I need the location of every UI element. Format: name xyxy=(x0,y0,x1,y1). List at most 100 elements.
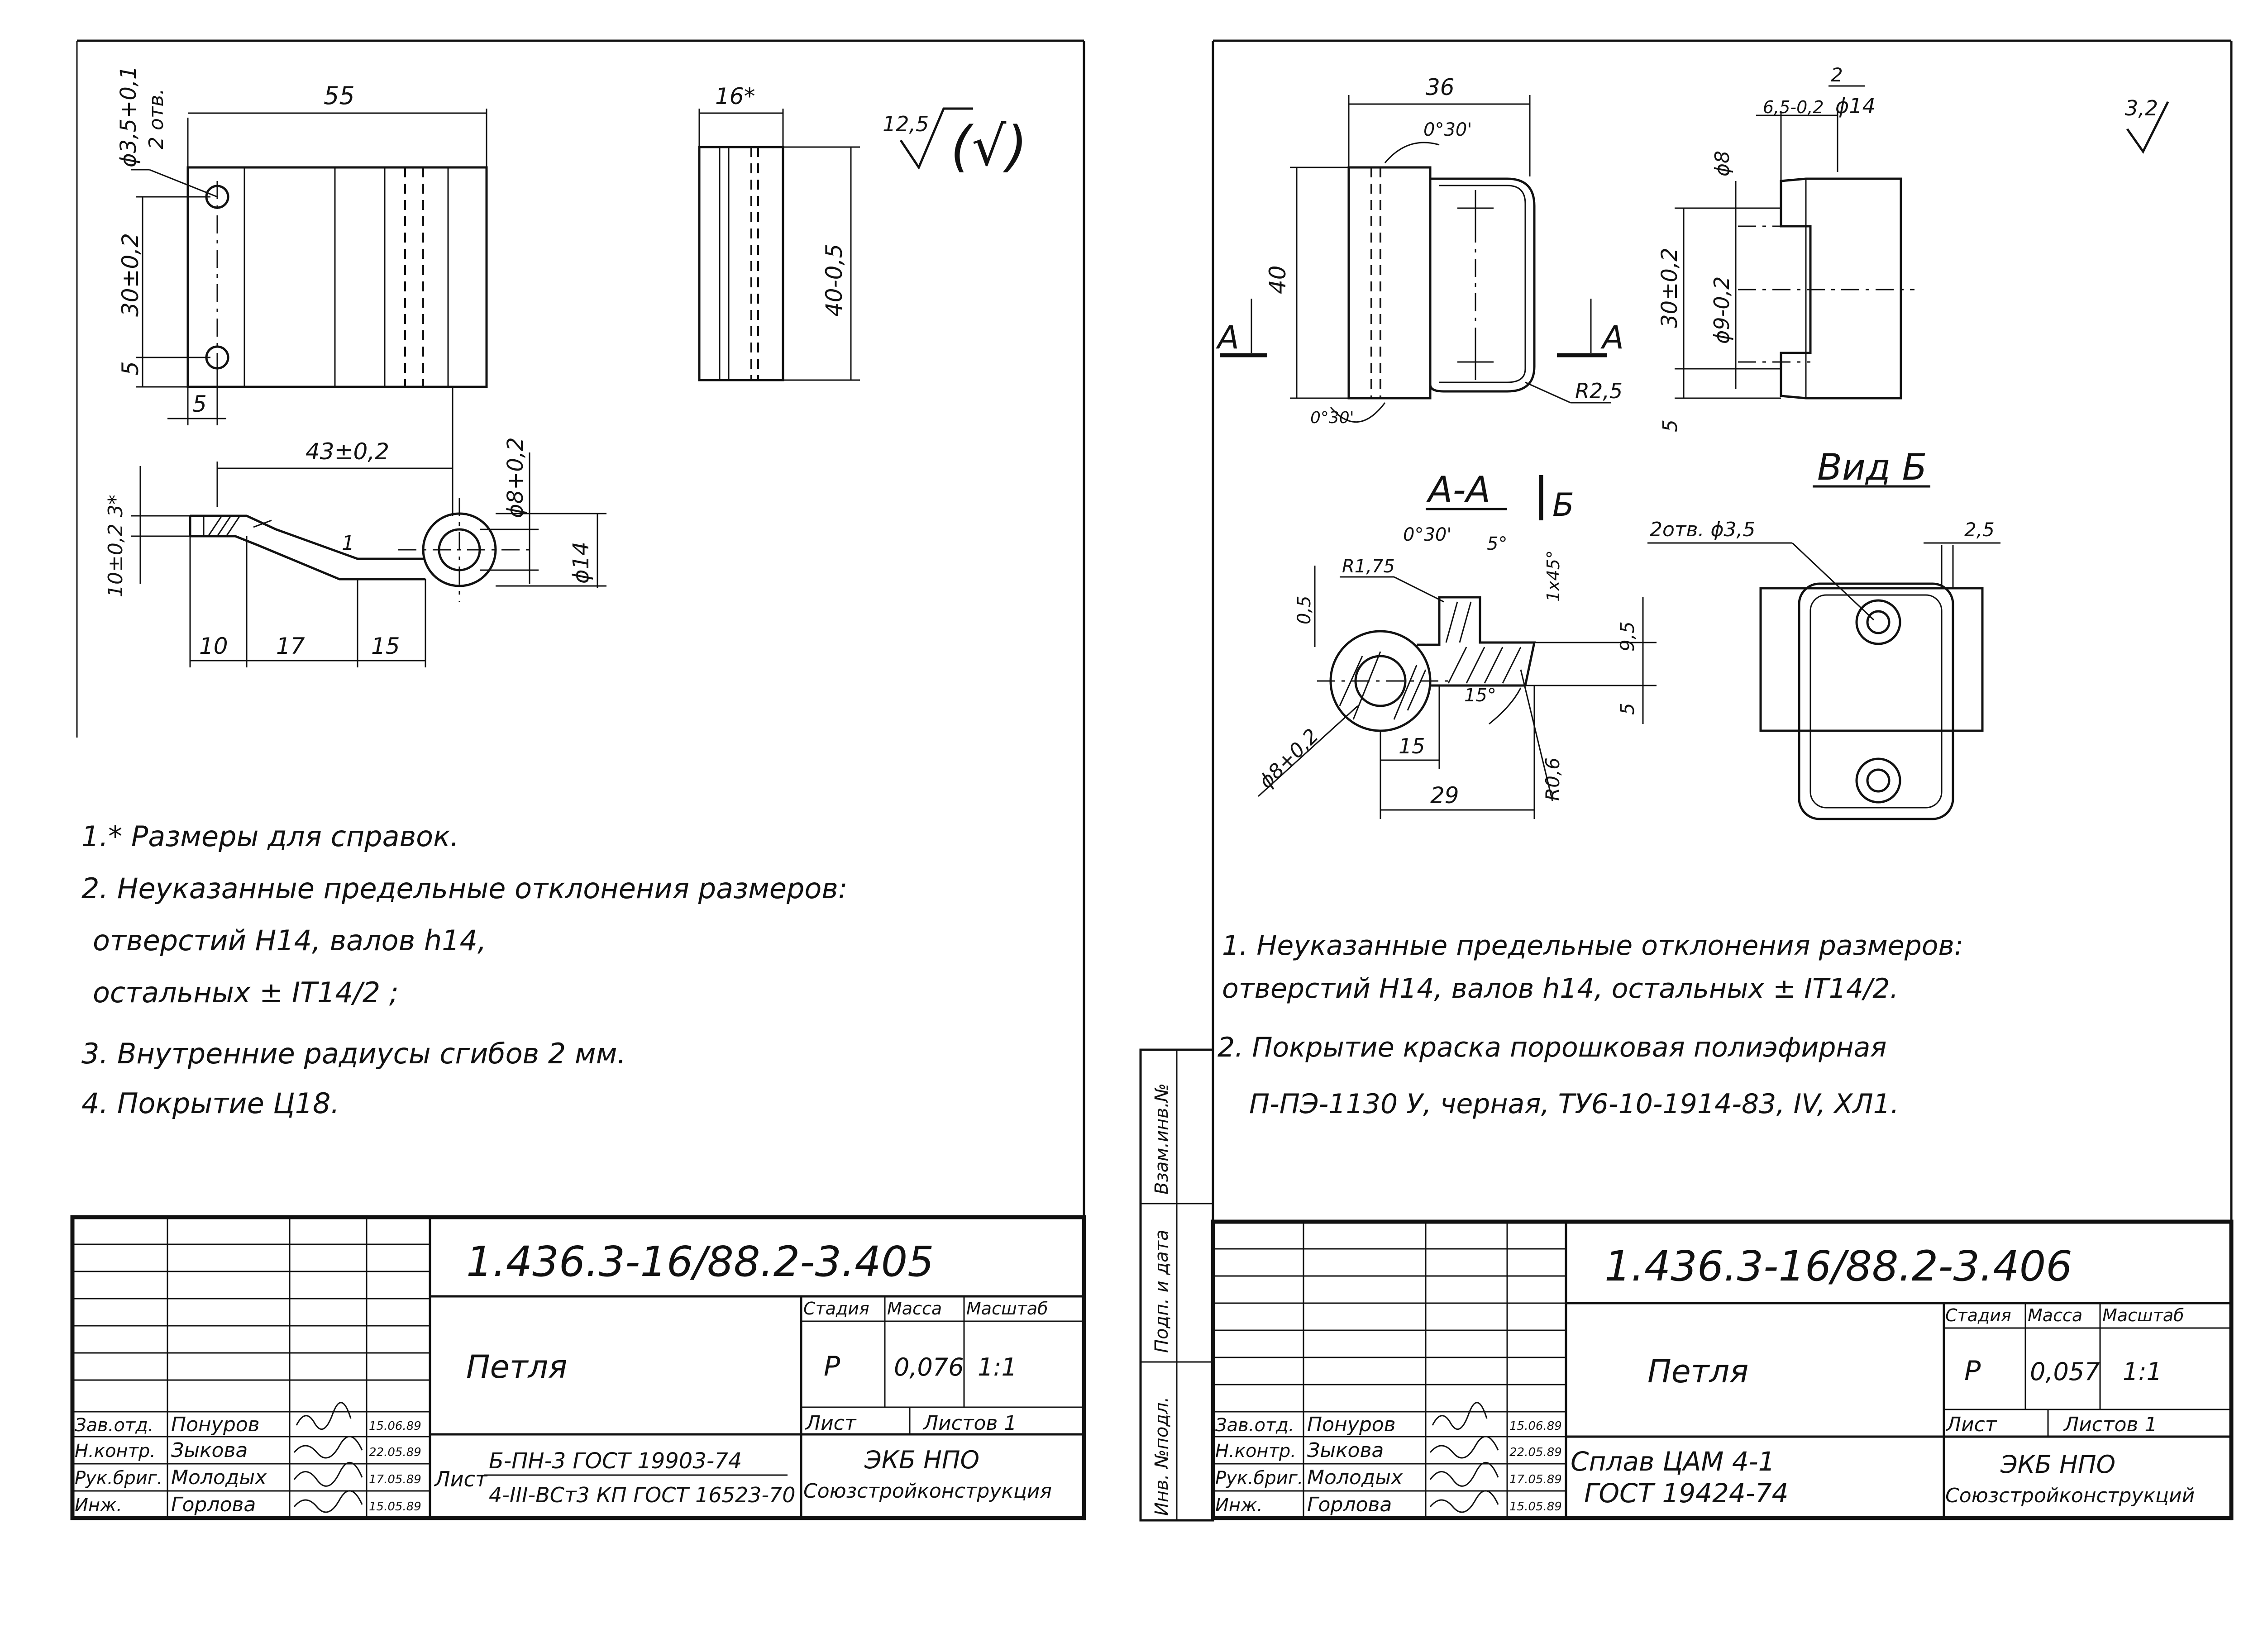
dim-holes-count: 2 отв. xyxy=(145,89,168,149)
right-stage: Р xyxy=(1964,1355,1981,1387)
dim-30-r: 30±0,2 xyxy=(1657,248,1682,328)
left-date-3: 17.05.89 xyxy=(369,1473,421,1486)
roughness-sign: (√) xyxy=(950,115,1027,178)
dim-10: 10±0,2 3* xyxy=(104,495,127,597)
dim-29: 29 xyxy=(1430,782,1459,809)
dim-36: 36 xyxy=(1426,74,1455,100)
side-label-2: Подп. и дата xyxy=(1151,1230,1172,1353)
right-part-name: Петля xyxy=(1647,1353,1748,1390)
dim-dia-8b: ϕ8+0,2 xyxy=(1255,724,1323,793)
dim-55: 55 xyxy=(324,81,355,110)
left-material-prefix: Лист xyxy=(434,1467,488,1491)
left-scale: 1:1 xyxy=(978,1353,1017,1381)
left-note-1: 1.* Размеры для справок. xyxy=(81,820,459,853)
right-material-2: ГОСТ 19424-74 xyxy=(1584,1478,1789,1509)
right-role-4: Инж. xyxy=(1215,1495,1263,1516)
dim-dia-8-r: ϕ8 xyxy=(1711,151,1734,176)
signature-1 xyxy=(296,1402,352,1430)
hinge-profile-view: 43±0,2 10±0,2 3* ϕ8+0,2 ϕ14 1 10 17 15 xyxy=(104,387,606,667)
right-org-2: Союзстройконструкций xyxy=(1945,1484,2195,1507)
left-material-2: 4-III-ВСт3 КП ГОСТ 16523-70 xyxy=(489,1483,796,1507)
section-a-left: А xyxy=(1216,319,1239,356)
dim-5h: 5 xyxy=(192,391,207,417)
right-date-1: 15.06.89 xyxy=(1509,1419,1562,1433)
dim-dia-14-r: ϕ14 xyxy=(1835,94,1876,118)
dim-25: 2,5 xyxy=(1964,519,1995,541)
left-stage: Р xyxy=(824,1351,840,1382)
right-doc-number: 1.436.3-16/88.2-3.406 xyxy=(1604,1242,2072,1290)
dim-sec-5deg: 5° xyxy=(1487,533,1507,554)
right-notes: 1. Неуказанные предельные отклонения раз… xyxy=(1217,930,1963,1120)
left-note-2c: остальных ± IT14/2 ; xyxy=(93,976,399,1009)
right-note-2b: П-ПЭ-1130 У, черная, ТУ6-10-1914-83, IV,… xyxy=(1249,1088,1899,1120)
dim-dia-14: ϕ14 xyxy=(568,542,594,584)
left-name-3: Молодых xyxy=(171,1466,267,1489)
left-note-2: 2. Неуказанные предельные отклонения раз… xyxy=(81,872,848,905)
left-scale-header: Масштаб xyxy=(966,1299,1048,1319)
right-scale-header: Масштаб xyxy=(2102,1305,2184,1325)
left-sheet-label: Лист xyxy=(805,1412,857,1435)
signature-r3 xyxy=(1429,1462,1499,1487)
dim-seg-15: 15 xyxy=(371,633,400,659)
right-role-2: Н.контр. xyxy=(1215,1441,1296,1462)
dim-5v: 5 xyxy=(117,361,143,376)
dim-16: 16* xyxy=(715,83,755,109)
view-b: Вид Б 2отв. ϕ3,5 2,5 xyxy=(1647,446,2000,820)
right-name-2: Зыкова xyxy=(1307,1439,1384,1462)
right-stage-header: Стадия xyxy=(1945,1305,2011,1325)
left-org-1: ЭКБ НПО xyxy=(864,1446,979,1474)
roughness-mark-right: 3,2 xyxy=(2125,96,2169,154)
left-material-1: Б-ПН-3 ГОСТ 19903-74 xyxy=(489,1448,742,1474)
right-role-3: Рук.бриг. xyxy=(1215,1468,1303,1489)
dim-one: 1 xyxy=(342,532,354,555)
dim-dia-8: ϕ8+0,2 xyxy=(503,437,528,518)
roughness-mark-left: 12,5 (√) xyxy=(883,107,1027,178)
side-label-1: Взам.инв.№ xyxy=(1151,1083,1172,1195)
left-date-1: 15.06.89 xyxy=(369,1419,421,1433)
signature-2 xyxy=(293,1436,363,1459)
dim-r06: R0,6 xyxy=(1542,757,1564,801)
dim-40: 40-0,5 xyxy=(821,244,847,317)
right-date-2: 22.05.89 xyxy=(1509,1446,1562,1459)
plate-side-view: 16* 40-0,5 xyxy=(698,83,860,381)
dim-r175: R1,75 xyxy=(1342,556,1395,577)
signature-3 xyxy=(293,1462,363,1487)
left-name-4: Горлова xyxy=(171,1493,256,1516)
left-notes: 1.* Размеры для справок. 2. Неуказанные … xyxy=(81,820,848,1120)
section-title: А-А xyxy=(1426,469,1490,511)
right-date-3: 17.05.89 xyxy=(1509,1473,1562,1486)
roughness-value-r: 3,2 xyxy=(2125,96,2158,120)
dim-sec-angle: 0°30' xyxy=(1403,524,1451,545)
right-title-block: 1.436.3-16/88.2-3.406 Петля Стадия Масса… xyxy=(1211,1219,2234,1520)
right-name-3: Молодых xyxy=(1307,1466,1403,1489)
dim-r25: R2,5 xyxy=(1575,379,1623,403)
left-role-2: Н.контр. xyxy=(75,1441,156,1462)
side-strip: Взам.инв.№ Подп. и дата Инв. №подл. xyxy=(1139,1048,1214,1522)
hinge-side-view: 30±0,2 5 ϕ9-0,2 ϕ8 6,5-0,2 ϕ14 2 xyxy=(1657,64,1914,432)
dim-5-r: 5 xyxy=(1659,419,1682,432)
left-drawing: 55 ϕ3,5+0,1 2 отв. 30±0,2 5 5 xyxy=(70,39,1086,1520)
left-org-2: Союзстройконструкция xyxy=(803,1480,1052,1503)
dim-30: 30±0,2 xyxy=(117,233,143,317)
hinge-front-view: 36 0°30' 40 0°30' R2,5 А А xyxy=(1216,74,1624,427)
right-mass: 0,057 xyxy=(2030,1357,2100,1386)
dim-43: 43±0,2 xyxy=(306,438,389,465)
left-mass-header: Масса xyxy=(887,1299,942,1319)
dim-seg-17: 17 xyxy=(276,633,305,659)
left-date-4: 15.05.89 xyxy=(369,1500,421,1514)
left-role-3: Рук.бриг. xyxy=(75,1468,162,1489)
section-a-a: А-А Б 0°30' 5° 1x45° xyxy=(1255,469,1657,819)
dim-2: 2 xyxy=(1831,64,1843,86)
left-note-3: 3. Внутренние радиусы сгибов 2 мм. xyxy=(81,1037,626,1070)
left-role-1: Зав.отд. xyxy=(75,1415,154,1436)
dim-95: 9,5 xyxy=(1616,621,1638,652)
left-name-2: Зыкова xyxy=(171,1439,248,1462)
left-note-4: 4. Покрытие Ц18. xyxy=(81,1087,339,1120)
view-b-arrow: Б xyxy=(1552,486,1574,524)
dim-15: 15 xyxy=(1399,734,1425,758)
left-part-name: Петля xyxy=(466,1348,567,1385)
section-a-right: А xyxy=(1600,319,1624,356)
dim-angle-bot: 0°30' xyxy=(1310,409,1354,427)
dim-dia-9: ϕ9-0,2 xyxy=(1709,276,1734,344)
